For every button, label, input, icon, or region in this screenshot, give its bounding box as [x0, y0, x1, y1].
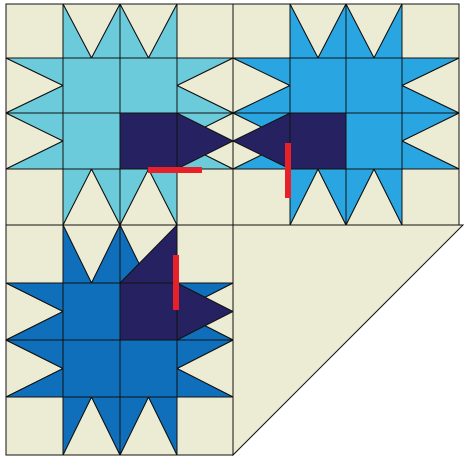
bottom-right-folded-triangle — [233, 225, 463, 455]
corner-square — [177, 169, 233, 225]
corner-square — [233, 4, 290, 58]
star-center-square — [120, 58, 177, 113]
corner-square — [402, 169, 459, 225]
star-center-square — [346, 58, 402, 113]
corner-square — [6, 169, 63, 225]
star-center-square — [290, 58, 346, 113]
navy-center-square — [290, 113, 346, 169]
corner-square — [6, 4, 63, 58]
star-center-square — [63, 340, 120, 397]
top-left-star-block — [6, 4, 233, 225]
navy-center-square — [120, 283, 177, 340]
star-center-square — [346, 113, 402, 169]
bottom-left-star-block — [6, 225, 233, 455]
corner-square — [177, 397, 233, 455]
star-center-square — [63, 283, 120, 340]
corner-square — [233, 169, 290, 225]
star-center-square — [120, 340, 177, 397]
corner-square — [6, 397, 63, 455]
corner-square — [177, 4, 233, 58]
corner-square — [6, 225, 63, 283]
star-center-square — [63, 113, 120, 169]
navy-center-square — [120, 113, 177, 169]
top-right-star-block — [233, 4, 459, 225]
corner-square — [177, 225, 233, 283]
star-center-square — [63, 58, 120, 113]
corner-square — [402, 4, 459, 58]
